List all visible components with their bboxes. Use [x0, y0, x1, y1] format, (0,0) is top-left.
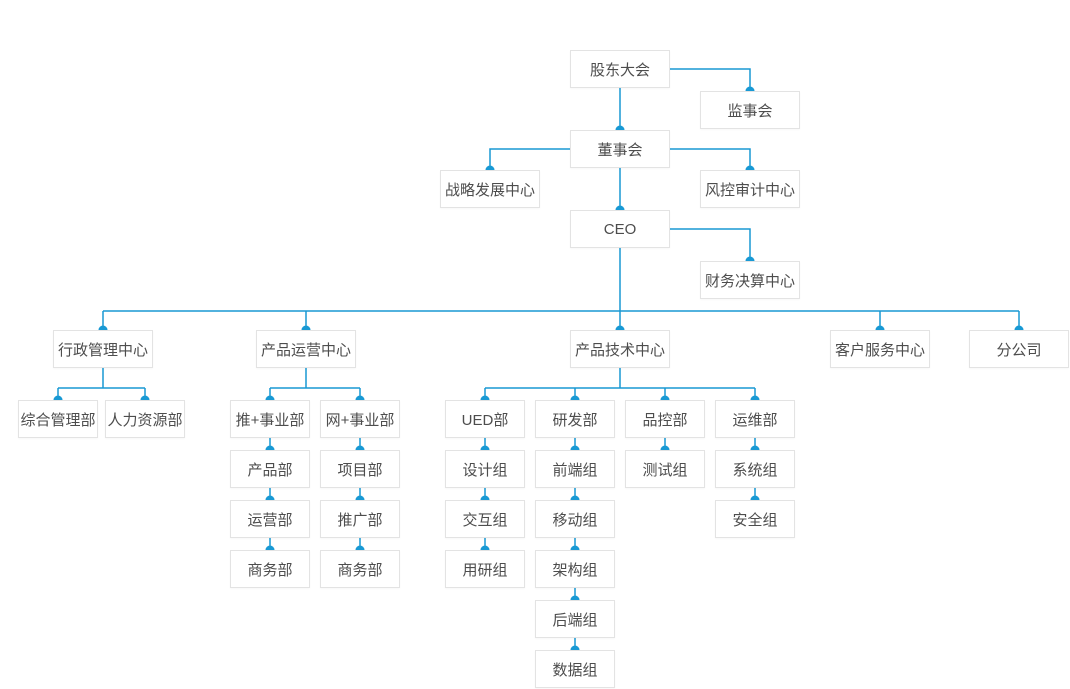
org-node-project-dept: 项目部	[320, 450, 400, 488]
org-node-risk-audit-center: 风控审计中心	[700, 170, 800, 208]
org-node-backend-group: 后端组	[535, 600, 615, 638]
org-node-design-group: 设计组	[445, 450, 525, 488]
org-node-business-dept-tui: 商务部	[230, 550, 310, 588]
org-node-operation-dept: 运营部	[230, 500, 310, 538]
org-node-customer-service-center: 客户服务中心	[830, 330, 930, 368]
org-node-tui-plus-division: 推+事业部	[230, 400, 310, 438]
org-node-security-group: 安全组	[715, 500, 795, 538]
org-node-product-technology-center: 产品技术中心	[570, 330, 670, 368]
org-node-architecture-group: 架构组	[535, 550, 615, 588]
org-node-interaction-group: 交互组	[445, 500, 525, 538]
org-node-user-research-group: 用研组	[445, 550, 525, 588]
org-node-promotion-dept: 推广部	[320, 500, 400, 538]
org-node-ops-maintenance-dept: 运维部	[715, 400, 795, 438]
org-node-strategic-development-center: 战略发展中心	[440, 170, 540, 208]
org-node-human-resources-dept: 人力资源部	[105, 400, 185, 438]
org-node-data-group: 数据组	[535, 650, 615, 688]
org-node-product-operation-center: 产品运营中心	[256, 330, 356, 368]
org-node-admin-management-center: 行政管理中心	[53, 330, 153, 368]
org-node-business-dept-wang: 商务部	[320, 550, 400, 588]
org-node-testing-group: 测试组	[625, 450, 705, 488]
org-node-supervisory-board: 监事会	[700, 91, 800, 129]
org-node-wang-plus-division: 网+事业部	[320, 400, 400, 438]
org-node-board-of-directors: 董事会	[570, 130, 670, 168]
org-node-frontend-group: 前端组	[535, 450, 615, 488]
org-node-rd-dept: 研发部	[535, 400, 615, 438]
org-node-quality-control-dept: 品控部	[625, 400, 705, 438]
org-node-general-management-dept: 综合管理部	[18, 400, 98, 438]
org-node-branch-company: 分公司	[969, 330, 1069, 368]
org-node-mobile-group: 移动组	[535, 500, 615, 538]
org-node-system-group: 系统组	[715, 450, 795, 488]
org-node-product-dept: 产品部	[230, 450, 310, 488]
org-node-ued-dept: UED部	[445, 400, 525, 438]
org-node-financial-settlement-center: 财务决算中心	[700, 261, 800, 299]
org-node-ceo: CEO	[570, 210, 670, 248]
org-node-shareholders-meeting: 股东大会	[570, 50, 670, 88]
